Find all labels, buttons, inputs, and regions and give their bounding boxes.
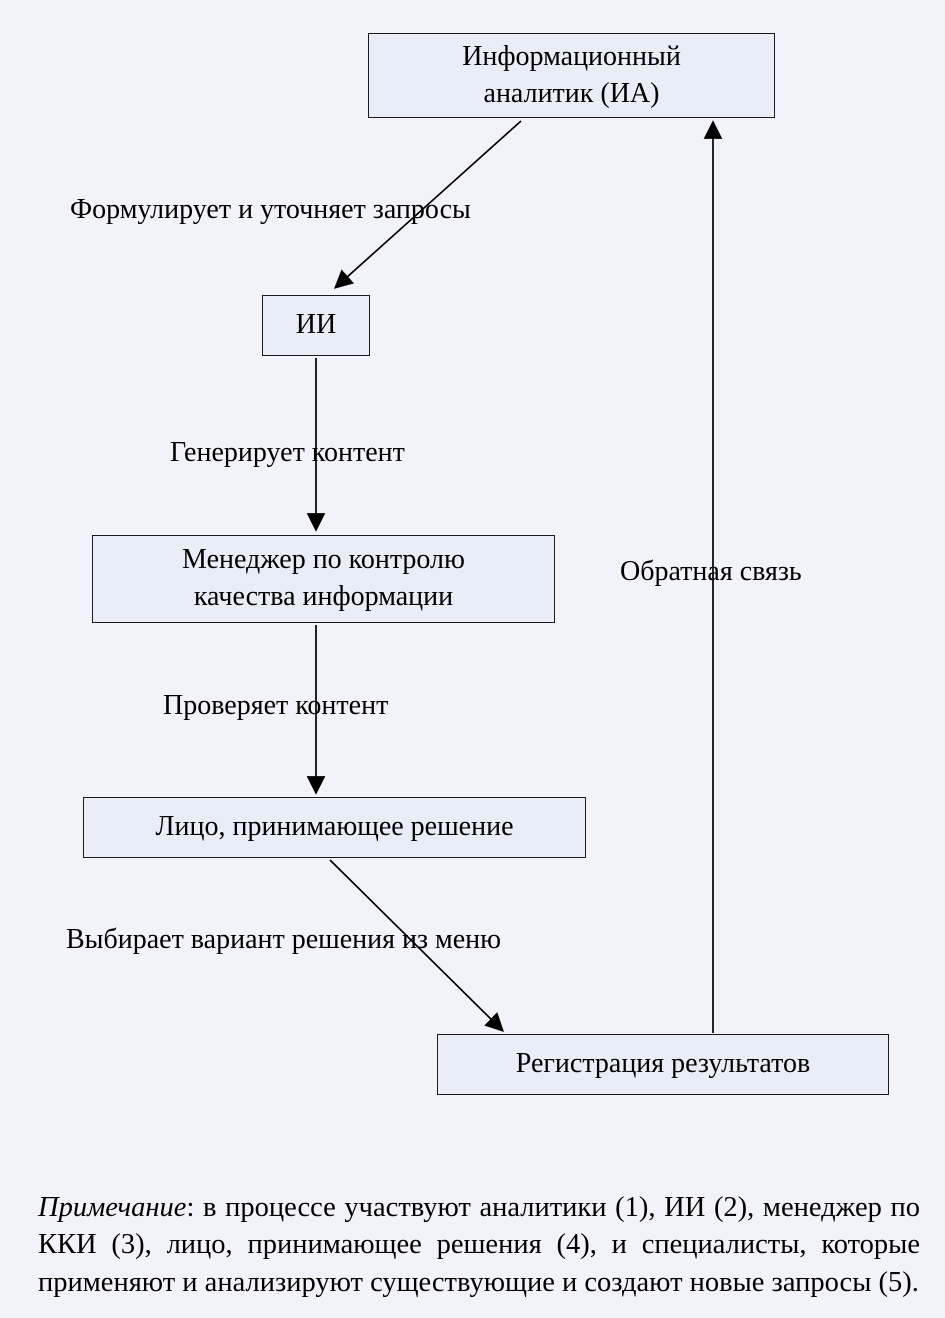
node-quality-manager-label-line2: качества информации xyxy=(193,581,454,612)
edge-label-feedback: Обратная связь xyxy=(620,556,802,587)
node-ai: ИИ xyxy=(262,295,370,356)
edge-label-generates-content: Генерирует контент xyxy=(170,437,405,468)
edge-label-checks-content: Проверяет контент xyxy=(163,690,389,721)
node-information-analyst-label-line2: аналитик (ИА) xyxy=(483,77,660,109)
node-quality-manager: Менеджер по контролю качества информации xyxy=(92,535,555,623)
node-registration-label: Регистрация результатов xyxy=(515,1048,811,1080)
node-decision-maker: Лицо, принимающее решение xyxy=(83,797,586,858)
node-ai-label: ИИ xyxy=(295,309,337,341)
node-quality-manager-label-line1: Менеджер по контролю xyxy=(182,544,465,576)
node-information-analyst-label-line1: Информационный xyxy=(462,40,681,72)
node-registration: Регистрация результатов xyxy=(437,1034,889,1095)
node-information-analyst: Информационный аналитик (ИА) xyxy=(368,33,775,118)
edge-label-formulates-queries: Формулирует и уточняет запросы xyxy=(70,194,471,225)
node-decision-maker-label: Лицо, принимающее решение xyxy=(155,811,514,843)
footnote-text: : в процессе участвуют аналитики (1), ИИ… xyxy=(38,1191,920,1299)
footnote: Примечание: в процессе участвуют аналити… xyxy=(38,1189,920,1303)
footnote-label: Примечание xyxy=(38,1191,187,1223)
edge-label-selects-option: Выбирает вариант решения из меню xyxy=(66,924,502,955)
